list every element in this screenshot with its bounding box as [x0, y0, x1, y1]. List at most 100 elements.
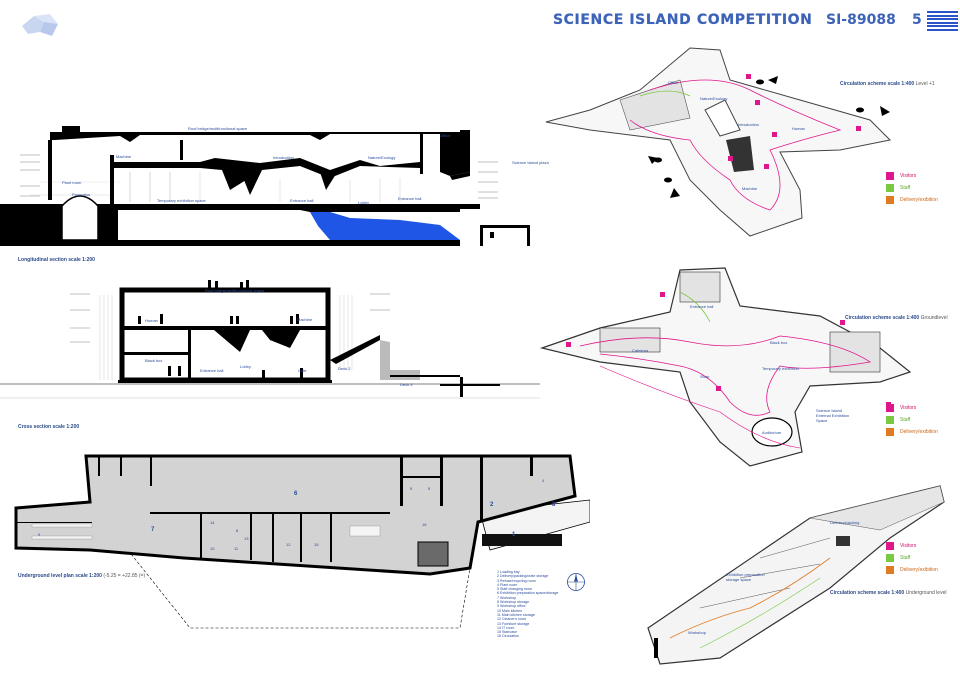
- room-number-12: 12: [286, 542, 291, 547]
- logo: [20, 10, 60, 38]
- legend-swatch-staff: [886, 416, 894, 424]
- caption-c1-level: Level +1: [915, 81, 935, 87]
- legend-delivery: Delivery/exibition: [900, 197, 938, 203]
- label-cross-roof: Roof bridge/multifunctional space: [205, 288, 265, 293]
- label-cross-lobby: Lobby: [240, 364, 251, 369]
- caption-cross: Cross section scale 1:200: [18, 424, 80, 430]
- sheet-number: 5: [912, 12, 922, 28]
- room-number-2: 2: [490, 502, 494, 508]
- label-c3-delivery: Delivery/packing: [830, 520, 860, 525]
- circulation-underground: Delivery/packing Exhibition preparation …: [640, 478, 960, 673]
- room-number-15: 15: [314, 542, 319, 547]
- room-list-item: 3 Refuse/recycling room: [497, 578, 536, 583]
- label-temporary: Temporary exhibition space: [157, 198, 206, 203]
- island-logo-icon: [22, 14, 58, 36]
- room-list-item: 14 IT room: [497, 625, 515, 630]
- legend-visitors: Visitors: [900, 543, 917, 549]
- label-lobby: Lobby: [358, 200, 369, 205]
- caption-c3-level: Underground level: [905, 590, 947, 596]
- label-entrance-hall: Entrance hall: [290, 198, 314, 203]
- label-c2-entrance: Entrance hall: [690, 304, 714, 309]
- caption-underground-sub: (-5.25 = +22.85 (=): [103, 573, 146, 579]
- north-arrow: [566, 572, 586, 592]
- legend-staff: Staff: [900, 185, 911, 191]
- label-machine: Machine: [116, 154, 132, 159]
- room-number-3: 3: [552, 502, 556, 508]
- label-c2-blackbox: Black box: [770, 340, 788, 345]
- label-cross-deck2: Deck 2: [338, 366, 351, 371]
- room-list-item: 9 Workshop office: [497, 604, 526, 609]
- label-c1-machine: Machine: [742, 186, 758, 191]
- label-c3-workshop: Workshop: [688, 630, 706, 635]
- longitudinal-section: Roof bridge/multifunctional space Office…: [0, 100, 549, 260]
- cross-section-drawing: [0, 280, 540, 399]
- room-number-5a: 5: [410, 486, 413, 491]
- label-entrance-hall-2: Entrance hall: [398, 196, 422, 201]
- label-introduction: Introduction: [273, 155, 294, 160]
- room-number-10: 10: [210, 546, 215, 551]
- caption-c2-main: Circulation scheme scale 1:400: [845, 315, 920, 321]
- room-number-11: 11: [234, 546, 239, 551]
- room-list-item: 1 Loading bay: [497, 570, 520, 574]
- legend-staff: Staff: [900, 417, 911, 423]
- legend-swatch-staff: [886, 554, 894, 562]
- legend-delivery: Delivery/exibition: [900, 429, 938, 435]
- label-c1-human: Human: [792, 126, 805, 131]
- circulation-ground-drawing: [539, 267, 912, 467]
- room-list-item: 8 Workshop storage: [497, 600, 530, 605]
- room-list-item: 10 Main kitchen: [497, 608, 523, 613]
- room-number-9: 9: [38, 532, 41, 537]
- caption-underground-main: Underground level plan scale 1:200: [18, 573, 102, 579]
- cross-section: Roof bridge/multifunctional space Human …: [0, 280, 540, 420]
- room-list-item: 2 Delivery/packing/crate storage: [497, 574, 549, 579]
- label-cross-deck3: Deck 3: [400, 382, 413, 387]
- legend-underground: Visitors Staff Delivery/exibition: [886, 542, 956, 582]
- legend-staff: Staff: [900, 555, 911, 561]
- room-list-item: 15 Staircase: [497, 630, 517, 635]
- legend-delivery: Delivery/exibition: [900, 567, 938, 573]
- label-cross-entrance: Entrance hall: [200, 368, 224, 373]
- legend-swatch-delivery: [886, 566, 894, 574]
- underground-plan-drawing: [14, 454, 591, 629]
- label-c1-office: Office: [668, 80, 679, 85]
- circulation-level1-drawing: [545, 47, 892, 237]
- label-c3-prep: Exhibition preparation storage space: [726, 572, 765, 582]
- room-list-item: 5 Staff changing room: [497, 587, 533, 592]
- room-number-4: 4: [542, 478, 545, 483]
- legend-visitors: Visitors: [900, 173, 917, 179]
- label-c1-introduction: Introduction: [738, 122, 759, 127]
- caption-circulation-level1: Circulation scheme scale 1:400 Level +1: [840, 81, 935, 87]
- label-c2-plaza: Science Island External Exhibition Space: [816, 408, 850, 423]
- legend-swatch-visitors: [886, 172, 894, 180]
- room-number-8: 8: [236, 528, 239, 533]
- legend-swatch-visitors: [886, 542, 894, 550]
- caption-underground: Underground level plan scale 1:200 (-5.2…: [18, 573, 145, 579]
- label-cross-cafe: Cafe: [298, 368, 307, 373]
- room-list-item: 12 Cleaner's room: [497, 617, 527, 622]
- label-plaza: Science Island plaza: [512, 160, 549, 165]
- legend-visitors: Visitors: [900, 405, 917, 411]
- page-title: SCIENCE ISLAND COMPETITION: [553, 12, 813, 28]
- label-c2-temporary: Temporary exhibition: [762, 366, 799, 371]
- room-number-16: 16: [422, 522, 427, 527]
- caption-longitudinal: Longitudinal section scale 1:200: [18, 257, 95, 263]
- caption-circulation-ground: Circulation scheme scale 1:400 Groundlev…: [845, 315, 948, 321]
- label-c2-auditorium: Auditorium: [762, 430, 782, 435]
- header-stripes: [927, 11, 958, 31]
- label-c2-shop: Shop: [700, 374, 710, 379]
- label-promotion: Promotion: [72, 192, 91, 197]
- room-legend-list: 1 Loading bay 2 Delivery/packing/crate s…: [497, 570, 558, 639]
- legend-level1: Visitors Staff Delivery/exibition: [886, 172, 956, 212]
- underground-plan: 6 7 9 2 3 4 1 5 5 14 10 11 13 8 12 15 16: [10, 450, 591, 640]
- caption-circulation-underground: Circulation scheme scale 1:400 Undergrou…: [830, 590, 946, 596]
- label-plant-room: Plant room: [62, 180, 82, 185]
- circulation-ground: Entrance hall Cafeteria Black box Tempor…: [539, 262, 960, 472]
- room-list-item: 16 Circulation: [497, 634, 519, 639]
- longitudinal-section-drawing: [0, 126, 530, 246]
- room-number-6: 6: [294, 491, 298, 497]
- north-arrow-icon: [567, 573, 585, 591]
- room-list-item: 11 Main kitchen storage: [497, 612, 535, 617]
- entry-id: SI-89088: [826, 12, 896, 28]
- label-c2-cafeteria: Cafeteria: [632, 348, 649, 353]
- room-number-13: 13: [244, 536, 249, 541]
